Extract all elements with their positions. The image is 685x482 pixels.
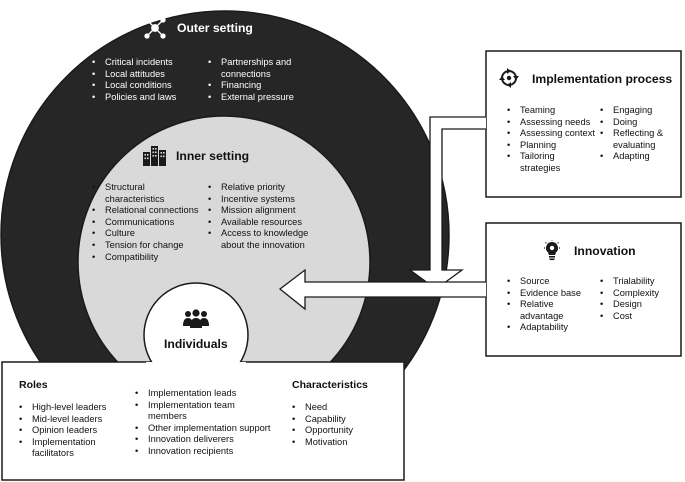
roles-list-right: Implementation leads Implementation team… — [135, 388, 285, 458]
cycle-arrows-icon — [499, 68, 519, 88]
characteristic-item: Opportunity — [292, 425, 392, 437]
role-item: Other implementation support — [135, 423, 285, 435]
inner-setting-list-right: Relative priority Incentive systems Miss… — [208, 182, 318, 252]
process-item: Assessing needs — [507, 117, 599, 129]
innovation-item: Evidence base — [507, 288, 597, 300]
lightbulb-icon — [544, 240, 560, 261]
inner-setting-item: Mission alignment — [208, 205, 318, 217]
inner-setting-item: Structural characteristics — [92, 182, 173, 205]
implementation-process-list-right: Engaging Doing Reflecting & evaluating A… — [600, 105, 680, 163]
outer-setting-item: Local attitudes — [92, 69, 202, 81]
inner-setting-item: Available resources — [208, 217, 318, 229]
roles-title: Roles — [19, 379, 48, 391]
inner-setting-item: Culture — [92, 228, 204, 240]
role-item: Opinion leaders — [19, 425, 129, 437]
roles-list-left: High-level leaders Mid-level leaders Opi… — [19, 402, 129, 460]
inner-setting-item: Incentive systems — [208, 194, 318, 206]
innovation-list-left: Source Evidence base Relative advantage … — [507, 276, 597, 334]
inner-setting-title: Inner setting — [176, 149, 250, 163]
process-item: Teaming — [507, 105, 599, 117]
innovation-item: Design — [600, 299, 680, 311]
inner-setting-list-left: Structural characteristics Relational co… — [92, 182, 204, 263]
outer-setting-title: Outer setting — [177, 21, 253, 35]
characteristics-list: Need Capability Opportunity Motivation — [292, 402, 392, 448]
process-item: Assessing context — [507, 128, 599, 140]
innovation-title: Innovation — [574, 244, 636, 258]
individuals-title: Individuals — [164, 337, 228, 351]
role-item: Mid-level leaders — [19, 414, 129, 426]
process-item: Tailoring strategies — [507, 151, 580, 174]
inner-setting-item: Tension for change — [92, 240, 204, 252]
process-item: Reflecting & evaluating — [600, 128, 671, 151]
innovation-item: Source — [507, 276, 597, 288]
innovation-item: Complexity — [600, 288, 680, 300]
process-item: Engaging — [600, 105, 680, 117]
innovation-item: Relative advantage — [507, 299, 572, 322]
implementation-process-title: Implementation process — [532, 72, 673, 86]
inner-setting-item: Access to knowledge about the innovation — [208, 228, 318, 251]
outer-setting-item: Critical incidents — [92, 57, 202, 69]
role-item: Innovation recipients — [135, 446, 285, 458]
characteristic-item: Motivation — [292, 437, 392, 449]
outer-setting-item: External pressure — [208, 92, 312, 104]
outer-setting-item: Partnerships and connections — [208, 57, 312, 80]
buildings-icon — [143, 146, 166, 166]
outer-setting-item: Financing — [208, 80, 312, 92]
inner-setting-item: Relational connections — [92, 205, 204, 217]
role-item: Innovation deliverers — [135, 434, 285, 446]
role-item: Implementation team members — [135, 400, 268, 423]
outer-setting-list-left: Critical incidents Local attitudes Local… — [92, 57, 202, 103]
characteristic-item: Capability — [292, 414, 392, 426]
role-item: High-level leaders — [19, 402, 129, 414]
characteristic-item: Need — [292, 402, 392, 414]
process-item: Adapting — [600, 151, 680, 163]
process-item: Doing — [600, 117, 680, 129]
people-group-icon — [183, 309, 209, 328]
implementation-process-list-left: Teaming Assessing needs Assessing contex… — [507, 105, 599, 175]
inner-setting-item: Communications — [92, 217, 204, 229]
outer-setting-list-right: Partnerships and connections Financing E… — [208, 57, 312, 103]
process-item: Planning — [507, 140, 599, 152]
innovation-item: Trialability — [600, 276, 680, 288]
characteristics-title: Characteristics — [292, 379, 368, 391]
outer-setting-item: Local conditions — [92, 80, 202, 92]
role-item: Implementation facilitators — [19, 437, 112, 460]
inner-setting-item: Compatibility — [92, 252, 204, 264]
innovation-item: Adaptability — [507, 322, 597, 334]
innovation-list-right: Trialability Complexity Design Cost — [600, 276, 680, 322]
innovation-arrow — [278, 268, 486, 311]
outer-setting-item: Policies and laws — [92, 92, 202, 104]
innovation-item: Cost — [600, 311, 680, 323]
inner-setting-item: Relative priority — [208, 182, 318, 194]
network-icon — [144, 17, 166, 39]
role-item: Implementation leads — [135, 388, 285, 400]
